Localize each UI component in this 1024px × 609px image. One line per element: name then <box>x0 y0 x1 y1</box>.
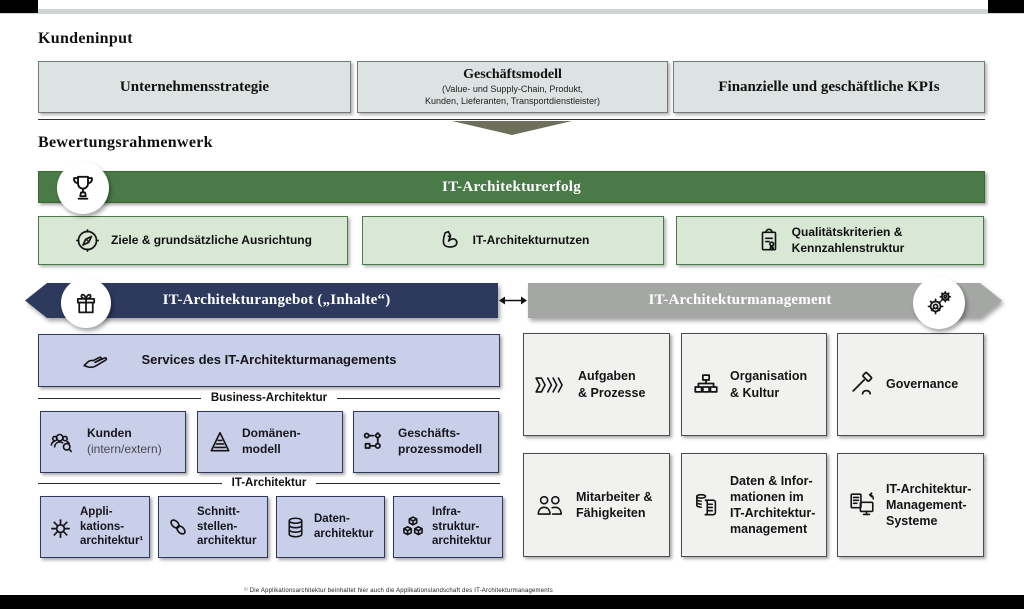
box-title: Domänen- modell <box>242 426 301 456</box>
box-title: IT-Architektur- Management- Systeme <box>886 481 972 529</box>
box-domaenenmodell: Domänen- modell <box>197 411 343 473</box>
box-title: Kunden <box>87 426 132 441</box>
gavel-icon <box>848 371 876 399</box>
box-services: Services des IT-Architekturmanagements <box>38 334 500 387</box>
cubes-icon <box>400 514 426 540</box>
trophy-icon <box>68 173 98 203</box>
box-title: Geschäfts- prozessmodell <box>398 426 483 456</box>
divider-it-architektur: IT-Architektur <box>38 477 501 489</box>
divider-rule <box>38 397 201 399</box>
box-subtitle: (Value- und Supply-Chain, Produkt, Kunde… <box>424 84 601 106</box>
box-datenarchitektur: Daten- architektur <box>276 496 385 558</box>
gift-icon <box>72 289 100 317</box>
top-left-black-bar <box>0 0 38 13</box>
box-title: Daten & Infor- mationen im IT-Architektu… <box>730 473 816 537</box>
top-gray-strip <box>0 9 1024 14</box>
top-right-black-bar <box>988 0 1024 13</box>
box-title: Appli- kations- architektur¹ <box>80 505 144 548</box>
data-documents-icon <box>692 491 720 519</box>
box-ziele-ausrichtung: Ziele & grundsätzliche Ausrichtung <box>38 216 348 265</box>
offering-hand-icon <box>81 350 113 372</box>
divider-rule <box>316 482 501 484</box>
trophy-badge <box>57 162 109 214</box>
box-label: Services des IT-Architekturmanagements <box>141 352 397 368</box>
pyramid-icon <box>206 429 234 455</box>
banner-label: IT-Architekturmanagement <box>648 292 832 308</box>
box-title: Organisation & Kultur <box>730 369 808 400</box>
two-people-icon <box>534 493 566 517</box>
box-label: IT-Architekturnutzen <box>472 232 590 247</box>
box-title: Finanzielle und geschäftliche KPIs <box>718 78 940 95</box>
clipboard-certificate-icon <box>756 228 782 254</box>
customers-icon <box>49 429 79 455</box>
systems-icon <box>848 491 876 519</box>
banner-label: IT-Architekturangebot („Inhalte“) <box>162 292 391 308</box>
muscle-icon <box>437 228 463 254</box>
box-geschaeftsprozessmodell: Geschäfts- prozessmodell <box>353 411 499 473</box>
divider-rule <box>38 482 222 484</box>
box-organisation-kultur: Organisation & Kultur <box>681 333 827 436</box>
box-kunden: Kunden (intern/extern) <box>40 411 186 473</box>
box-unternehmensstrategie: Unternehmensstrategie <box>38 61 351 113</box>
box-schnittstellenarchitektur: Schnitt- stellen- architektur <box>158 496 268 558</box>
application-network-icon <box>47 514 74 541</box>
divider-label: Business-Architektur <box>210 392 328 404</box>
box-title: Daten- architektur <box>314 513 374 540</box>
database-icon <box>283 515 308 540</box>
box-aufgaben-prozesse: Aufgaben & Prozesse <box>523 333 670 436</box>
gears-badge <box>913 277 965 329</box>
box-management-systeme: IT-Architektur- Management- Systeme <box>837 453 984 557</box>
divider-label: IT-Architektur <box>231 477 307 489</box>
box-title: Infra- struktur- architektur <box>432 505 492 548</box>
box-title: Geschäftsmodell <box>463 67 562 83</box>
box-mitarbeiter-faehigkeiten: Mitarbeiter & Fähigkeiten <box>523 453 670 557</box>
box-applikationsarchitektur: Appli- kations- architektur¹ <box>40 496 150 558</box>
chain-icon <box>165 514 191 540</box>
box-title: Unternehmensstrategie <box>119 78 270 95</box>
org-chart-icon <box>692 372 720 398</box>
box-governance: Governance <box>837 333 984 436</box>
box-infrastrukturarchitektur: Infra- struktur- architektur <box>393 496 503 558</box>
divider-line <box>38 119 985 120</box>
box-daten-informationen: Daten & Infor- mationen im IT-Architektu… <box>681 453 827 557</box>
divider-rule <box>337 397 500 399</box>
gears-icon <box>923 287 955 319</box>
down-arrow-icon <box>452 121 572 135</box>
box-it-architekturnutzen: IT-Architekturnutzen <box>362 216 664 265</box>
box-title: Schnitt- stellen- architektur <box>197 505 257 548</box>
bottom-black-bar <box>0 595 1024 609</box>
banner-it-architekturerfolg: IT-Architekturerfolg <box>38 171 985 203</box>
box-title: Mitarbeiter & Fähigkeiten <box>576 489 653 520</box>
divider-business-architektur: Business-Architektur <box>38 392 500 404</box>
banner-label: IT-Architekturerfolg <box>441 178 582 195</box>
section-heading-bewertungsrahmenwerk: Bewertungsrahmenwerk <box>38 134 213 151</box>
box-geschaeftsmodell: Geschäftsmodell (Value- und Supply-Chain… <box>357 61 668 113</box>
box-finanzielle-kpis: Finanzielle und geschäftliche KPIs <box>673 61 985 113</box>
box-title: Governance <box>886 377 959 392</box>
gift-badge <box>61 278 111 328</box>
compass-icon <box>74 227 101 254</box>
process-chevrons-icon <box>534 374 568 396</box>
footnote-text: ¹⁾ Die Applikationsarchitektur beinhalte… <box>244 588 553 594</box>
box-label: Qualitätskriterien & Kennzahlenstruktur <box>791 224 905 255</box>
box-subtitle: (intern/extern) <box>87 442 162 456</box>
process-model-icon <box>362 430 390 454</box>
box-label: Ziele & grundsätzliche Ausrichtung <box>111 232 312 247</box>
double-arrow-icon <box>499 296 527 305</box>
section-heading-kundeninput: Kundeninput <box>38 30 133 47</box>
box-title: Aufgaben & Prozesse <box>578 369 646 400</box>
box-qualitaetskriterien: Qualitätskriterien & Kennzahlenstruktur <box>676 216 984 265</box>
